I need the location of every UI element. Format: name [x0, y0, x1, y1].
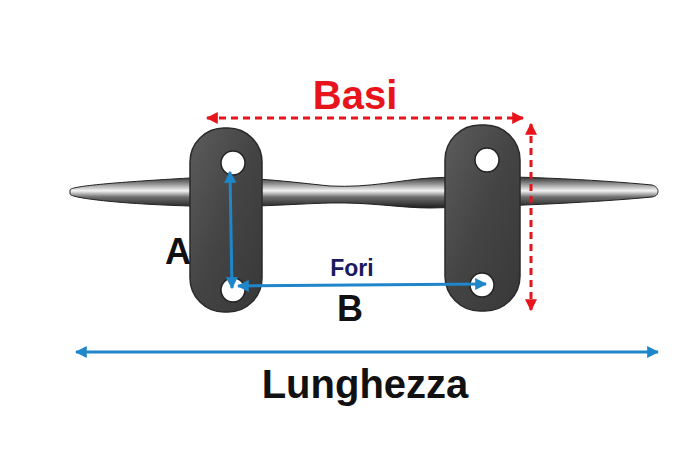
hole-b-dimension-line	[238, 284, 486, 286]
dimension-label: Basi	[313, 75, 398, 115]
base-height-dimension-line	[530, 124, 533, 310]
dimension-label: A	[165, 234, 191, 270]
length-dimension-line	[76, 351, 658, 354]
dimension-label: Lunghezza	[262, 364, 469, 404]
cleat-horn	[70, 177, 658, 208]
dimension-label: Fori	[330, 257, 373, 280]
base-dimension-line	[207, 117, 523, 120]
mounting-hole	[475, 148, 499, 172]
hole-a-dimension-line	[230, 172, 232, 288]
mounting-hole	[221, 151, 245, 175]
dimension-label: B	[337, 291, 363, 327]
